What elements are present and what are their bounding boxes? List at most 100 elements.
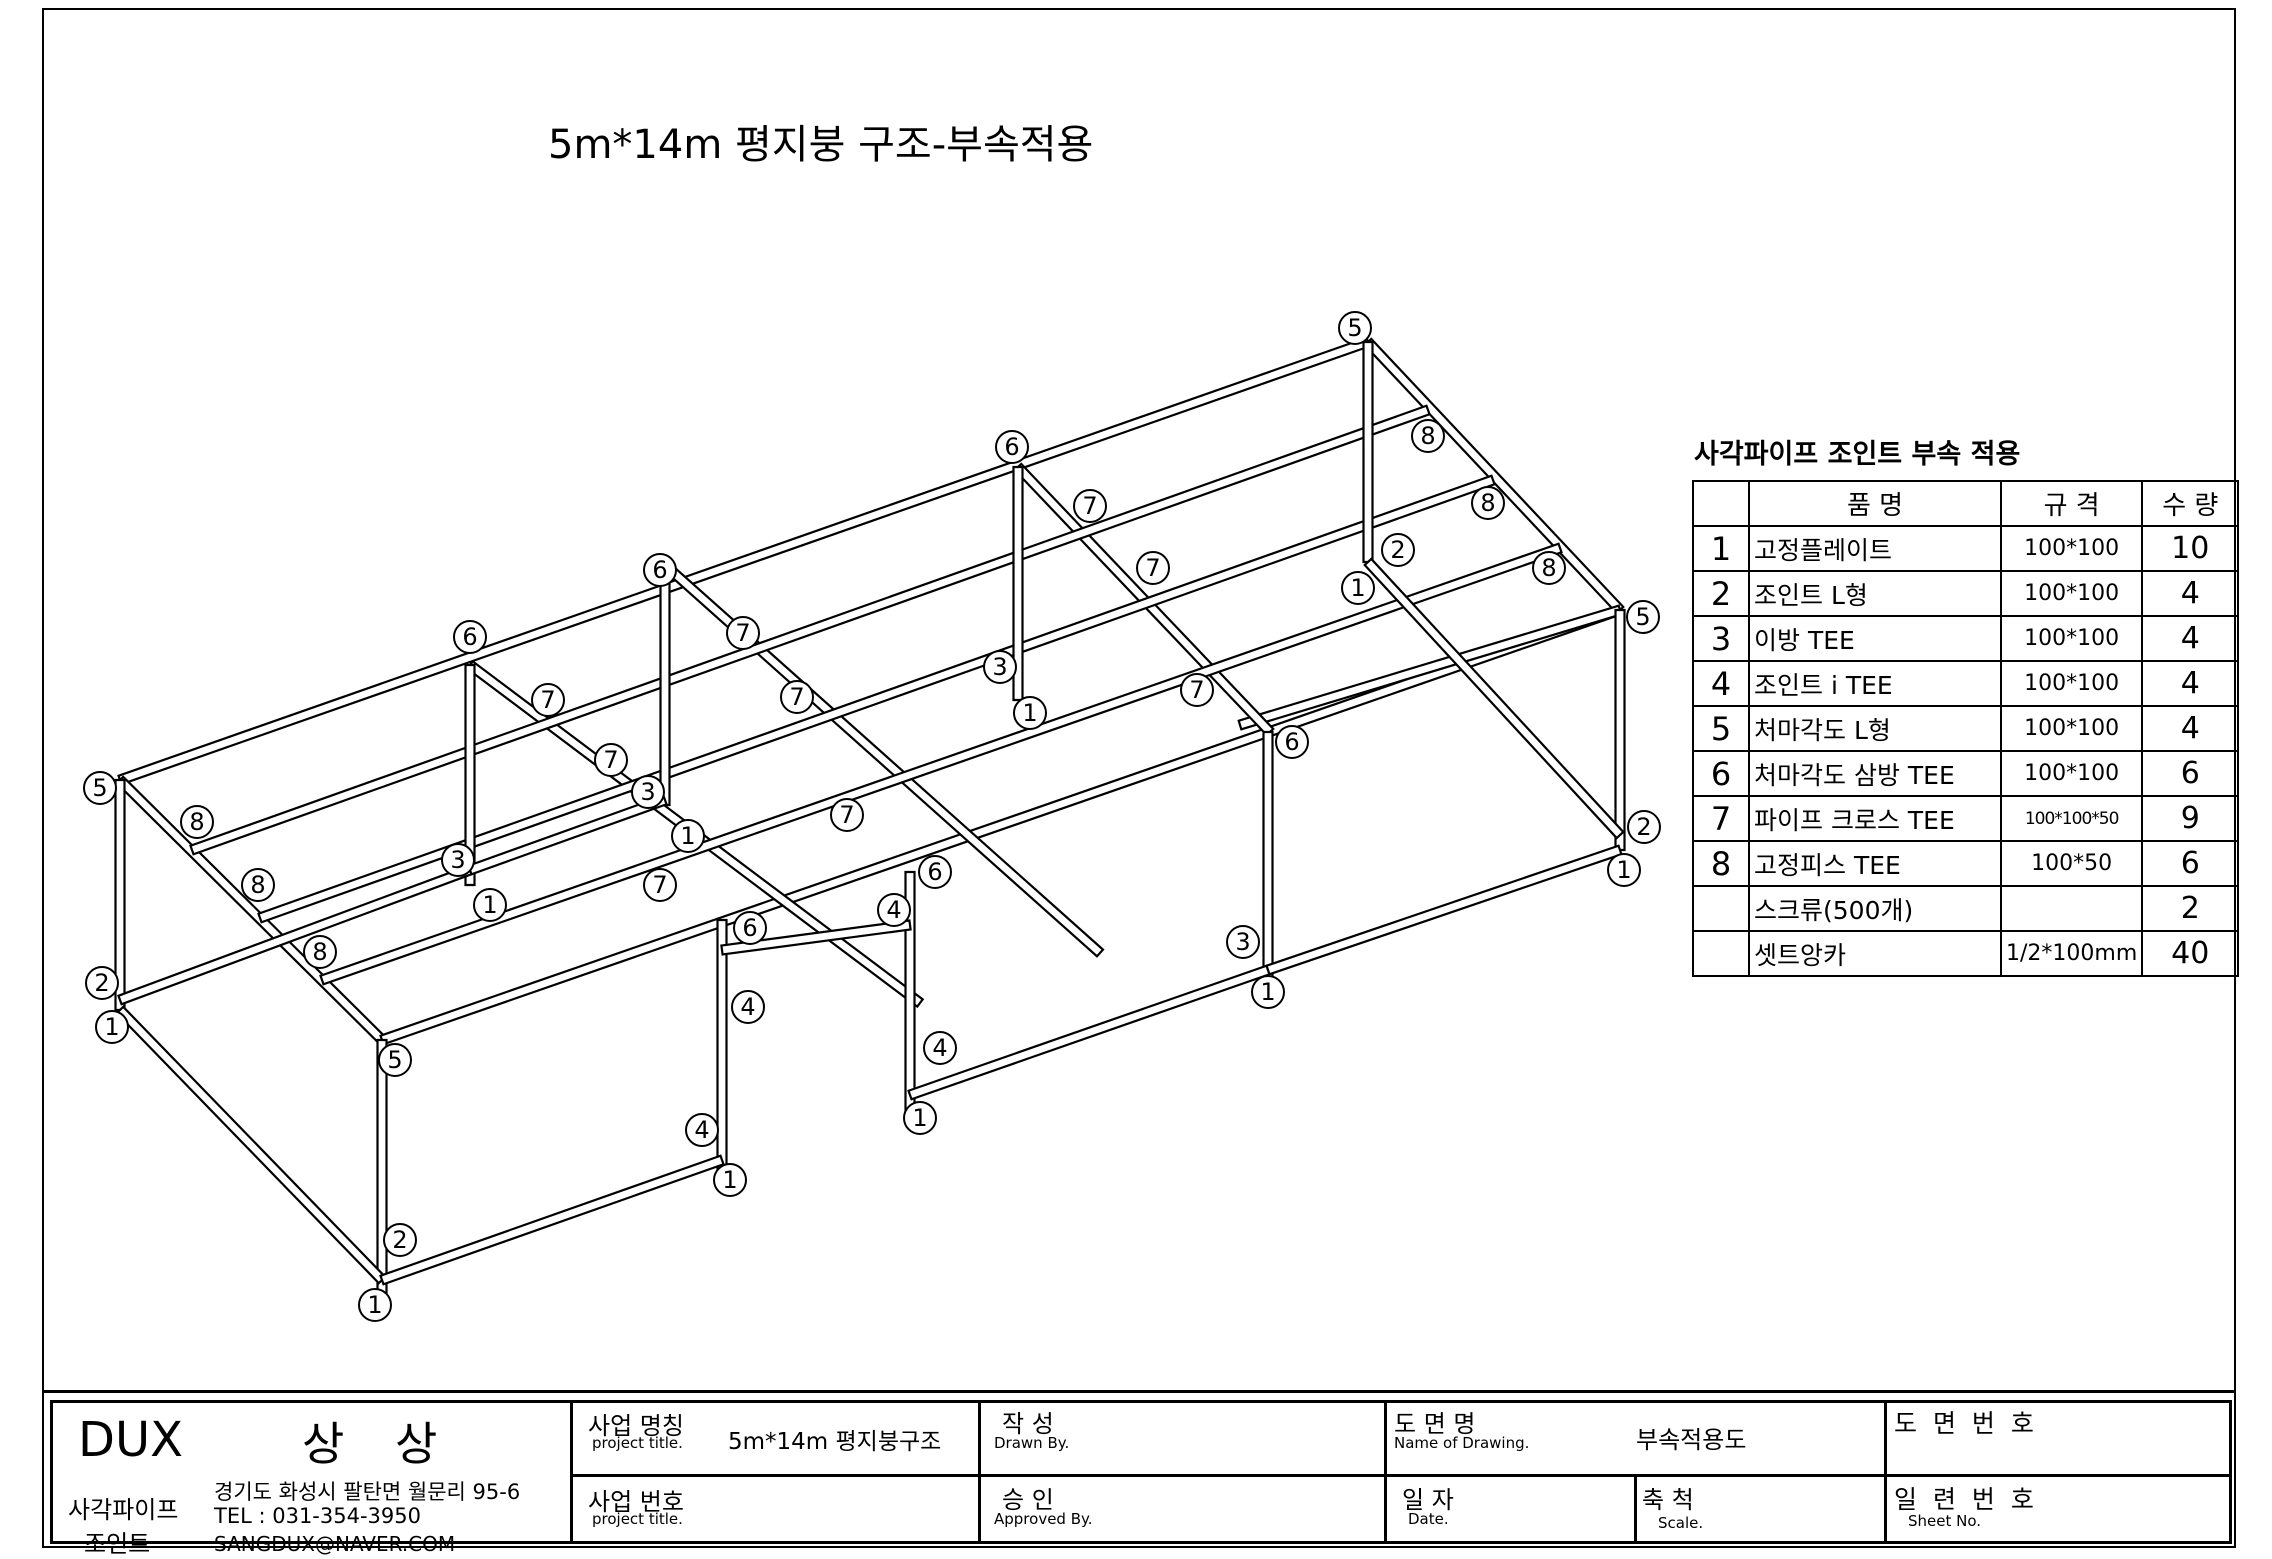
company-name-kr: 상 상 <box>302 1417 456 1471</box>
parts-cell-spec: 100*100 <box>1999 570 2144 617</box>
pipe <box>189 404 1431 856</box>
title-block: DUX 상 상 사각파이프 조인트 경기도 화성시 팔탄면 월문리 95-6 T… <box>42 1390 2236 1558</box>
pipe <box>716 918 728 1177</box>
parts-cell-spec: 100*50 <box>1999 840 2144 887</box>
svg-text:4: 4 <box>694 1116 709 1144</box>
svg-text:2: 2 <box>94 969 109 997</box>
header-no <box>1692 480 1750 527</box>
svg-text:1: 1 <box>1022 699 1037 727</box>
svg-text:1: 1 <box>1350 574 1365 602</box>
pipe <box>257 474 1496 924</box>
callout-4: 4 <box>923 1031 957 1065</box>
callout-2: 2 <box>1627 810 1661 844</box>
pipe <box>660 560 1105 958</box>
svg-text:4: 4 <box>740 993 755 1021</box>
pipe <box>115 775 387 1045</box>
product-line: 사각파이프 <box>68 1496 179 1524</box>
callout-1: 1 <box>671 819 705 853</box>
svg-text:3: 3 <box>1235 928 1250 956</box>
callout-markers: 5666555666888888777777777213131312121214… <box>83 311 1661 1322</box>
svg-text:3: 3 <box>992 653 1007 681</box>
pipe <box>319 542 1563 986</box>
svg-text:1: 1 <box>680 822 695 850</box>
parts-cell-no: 5 <box>1692 705 1750 752</box>
parts-cell-name: 고정피스 TEE <box>1748 840 2002 887</box>
svg-text:8: 8 <box>1480 489 1495 517</box>
pipe <box>720 919 912 956</box>
parts-cell-qty: 10 <box>2141 525 2240 572</box>
svg-text:7: 7 <box>1145 554 1160 582</box>
callout-1: 1 <box>95 1010 129 1044</box>
parts-cell-qty: 4 <box>2141 660 2240 707</box>
svg-text:7: 7 <box>839 801 854 829</box>
svg-text:7: 7 <box>735 619 750 647</box>
svg-text:6: 6 <box>462 623 477 651</box>
sheet-no-sub: Sheet No. <box>1908 1512 1982 1530</box>
callout-4: 4 <box>877 893 911 927</box>
callout-6: 6 <box>733 911 767 945</box>
parts-cell-name: 스크류(500개) <box>1748 885 2002 932</box>
svg-text:2: 2 <box>1636 813 1651 841</box>
callout-4: 4 <box>731 990 765 1024</box>
drawn-by-sub: Drawn By. <box>994 1434 1070 1452</box>
parts-cell-spec: 1/2*100mm <box>1999 930 2144 977</box>
parts-cell-no: 1 <box>1692 525 1750 572</box>
callout-6: 6 <box>643 553 677 587</box>
parts-cell-no: 8 <box>1692 840 1750 887</box>
svg-text:5: 5 <box>1347 314 1362 342</box>
drawing-name-value: 부속적용도 <box>1636 1426 1747 1454</box>
pipe <box>907 964 1271 1101</box>
svg-text:8: 8 <box>1541 554 1556 582</box>
parts-cell-spec: 100*100*50 <box>1999 795 2144 842</box>
svg-text:3: 3 <box>640 778 655 806</box>
svg-text:1: 1 <box>104 1013 119 1041</box>
svg-text:7: 7 <box>603 746 618 774</box>
parts-cell-spec <box>1999 885 2144 932</box>
pipe <box>1362 340 1374 564</box>
callout-3: 3 <box>983 650 1017 684</box>
svg-text:1: 1 <box>1260 978 1275 1006</box>
callout-1: 1 <box>358 1288 392 1322</box>
parts-cell-qty: 4 <box>2141 615 2240 662</box>
svg-text:2: 2 <box>1390 536 1405 564</box>
svg-text:6: 6 <box>1004 433 1019 461</box>
svg-text:6: 6 <box>652 556 667 584</box>
header-name: 품 명 <box>1748 480 2002 527</box>
svg-text:3: 3 <box>450 846 465 874</box>
scale-label: 축 척 <box>1642 1486 1694 1514</box>
callout-5: 5 <box>378 1043 412 1077</box>
parts-cell-spec: 100*100 <box>1999 615 2144 662</box>
parts-cell-no: 3 <box>1692 615 1750 662</box>
parts-cell-name: 셋트앙카 <box>1748 930 2002 977</box>
pipe <box>659 563 671 807</box>
svg-text:4: 4 <box>886 896 901 924</box>
pipe <box>464 663 476 887</box>
parts-cell-name: 조인트 L형 <box>1748 570 2002 617</box>
parts-cell-spec: 100*100 <box>1999 660 2144 707</box>
callout-1: 1 <box>713 1163 747 1197</box>
callout-1: 1 <box>1013 696 1047 730</box>
callout-5: 5 <box>83 771 117 805</box>
svg-text:7: 7 <box>540 686 555 714</box>
pipe <box>1237 604 1623 731</box>
pipe <box>1614 608 1626 852</box>
parts-cell-no: 4 <box>1692 660 1750 707</box>
svg-text:6: 6 <box>927 858 942 886</box>
callout-6: 6 <box>918 855 952 889</box>
callout-8: 8 <box>303 935 337 969</box>
callout-8: 8 <box>180 805 214 839</box>
parts-cell-name: 이방 TEE <box>1748 615 2002 662</box>
parts-cell-qty: 4 <box>2141 705 2240 752</box>
callout-2: 2 <box>85 966 119 1000</box>
parts-cell-name: 처마각도 L형 <box>1748 705 2002 752</box>
callout-6: 6 <box>995 430 1029 464</box>
callout-7: 7 <box>643 868 677 902</box>
svg-text:1: 1 <box>722 1166 737 1194</box>
